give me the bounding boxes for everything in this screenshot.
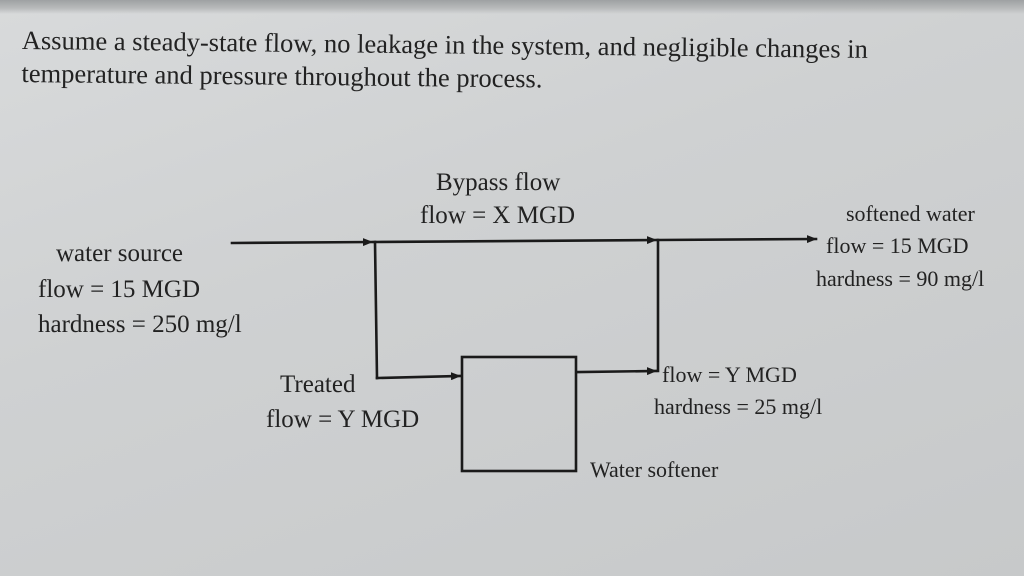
treated-flow: flow = Y MGD [266,406,420,433]
source-title: water source [56,240,184,267]
bypass-title: Bypass flow [436,169,561,196]
softener-out-hardness: hardness = 25 mg/l [654,394,823,419]
treated-branch-inflow [375,372,462,381]
water-softener-box [460,355,578,473]
softened-title: softened water [846,201,975,226]
softener-outflow-line [576,367,658,376]
bypass-flow: flow = X MGD [420,202,576,229]
source-hardness: hardness = 250 mg/l [38,311,242,338]
softener-out-flow: flow = Y MGD [662,362,797,387]
source-inflow-line [230,238,374,247]
monitor-bezel-edge [0,0,1024,14]
source-flow: flow = 15 MGD [38,276,201,303]
softened-flow: flow = 15 MGD [826,233,969,258]
softened-outflow-line [656,235,818,244]
bypass-line [372,236,658,245]
water-softener-label: Water softener [590,457,719,482]
treated-branch-vertical [373,240,379,380]
treated-title: Treated [280,371,356,398]
softened-hardness: hardness = 90 mg/l [816,266,985,291]
